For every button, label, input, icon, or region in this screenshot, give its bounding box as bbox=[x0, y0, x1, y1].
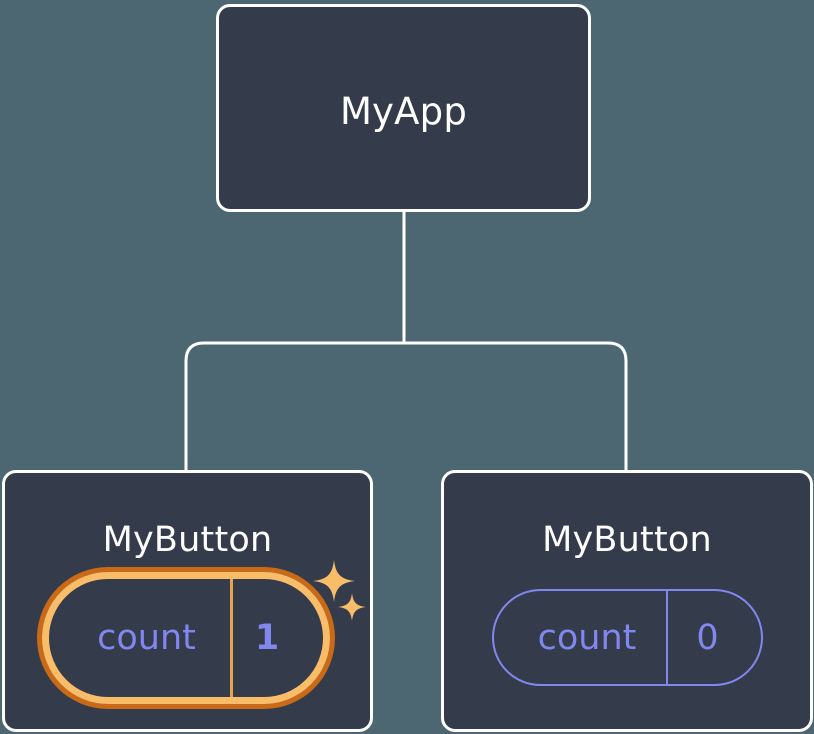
state-pill-right-divider bbox=[666, 591, 668, 684]
state-pill-left[interactable]: count 1 bbox=[42, 572, 330, 704]
state-pill-right-key: count bbox=[537, 617, 637, 658]
node-myapp-label: MyApp bbox=[339, 90, 468, 133]
node-mybutton-right-label: MyButton bbox=[542, 520, 712, 560]
state-pill-right[interactable]: count 0 bbox=[492, 589, 763, 686]
state-pill-left-value: 1 bbox=[254, 618, 280, 658]
state-pill-left-divider bbox=[230, 579, 233, 697]
node-mybutton-left-label: MyButton bbox=[102, 520, 273, 560]
node-myapp[interactable]: MyApp bbox=[216, 4, 591, 212]
node-mybutton-right[interactable]: MyButton bbox=[441, 470, 813, 732]
connector-bus bbox=[184, 341, 628, 472]
state-pill-right-value: 0 bbox=[696, 617, 719, 658]
state-pill-left-key: count bbox=[97, 618, 196, 658]
